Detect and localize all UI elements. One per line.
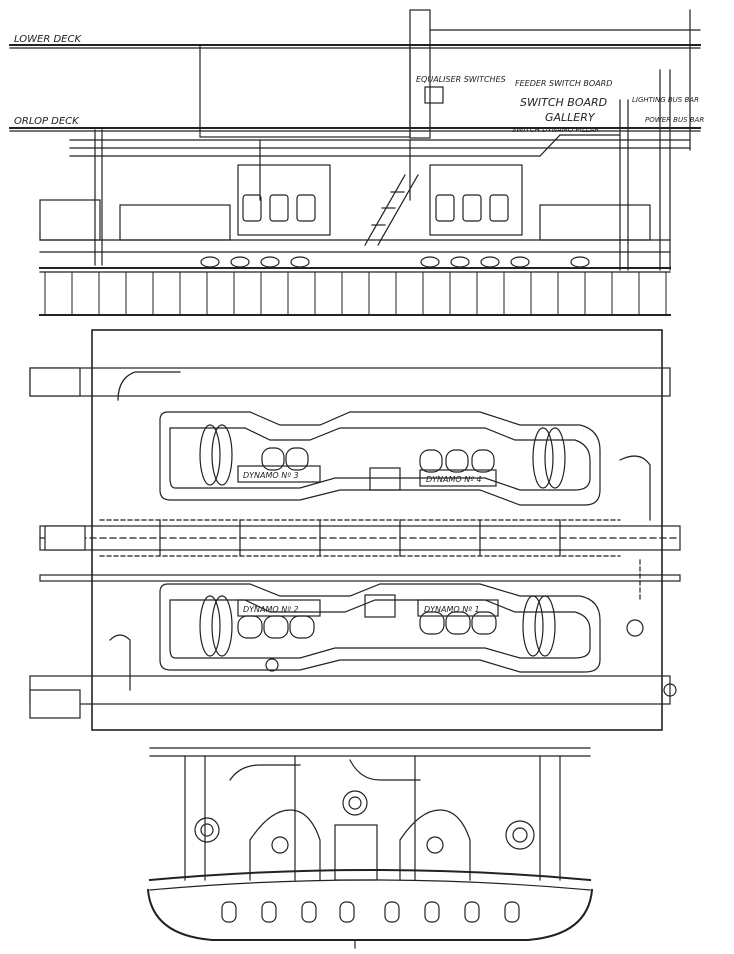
orlop-deck-label: ORLOP DECK xyxy=(14,116,80,127)
lighting-bus-bar-label: LIGHTING BUS BAR xyxy=(632,96,699,104)
dynamo-2-label: DYNAMO Nº 2 xyxy=(243,605,299,614)
feeder-switch-board-label: FEEDER SWITCH BOARD xyxy=(515,79,612,88)
power-bus-bar-label: POWER BUS BAR xyxy=(645,116,704,124)
dynamo-1-label: DYNAMO Nº 1 xyxy=(424,605,480,614)
elevation-floors xyxy=(44,271,667,316)
dynamo-3-label: DYNAMO Nº 3 xyxy=(243,471,299,480)
switch-board-label: SWITCH BOARD xyxy=(520,96,607,109)
drawing-labels: LOWER DECK ORLOP DECK EQUALISER SWITCHES… xyxy=(14,34,704,614)
equaliser-switches-label: EQUALISER SWITCHES xyxy=(416,75,506,84)
dynamo-4-label: DYNAMO Nº 4 xyxy=(426,475,482,484)
elevation-view xyxy=(9,9,701,316)
section-view xyxy=(146,747,594,949)
gallery-label: GALLERY xyxy=(545,111,596,124)
lower-deck-label: LOWER DECK xyxy=(14,34,82,45)
plan-view xyxy=(29,329,681,731)
switch-dynamo-pillar-label: SWITCH DYNAMO PILLAR xyxy=(512,126,599,134)
